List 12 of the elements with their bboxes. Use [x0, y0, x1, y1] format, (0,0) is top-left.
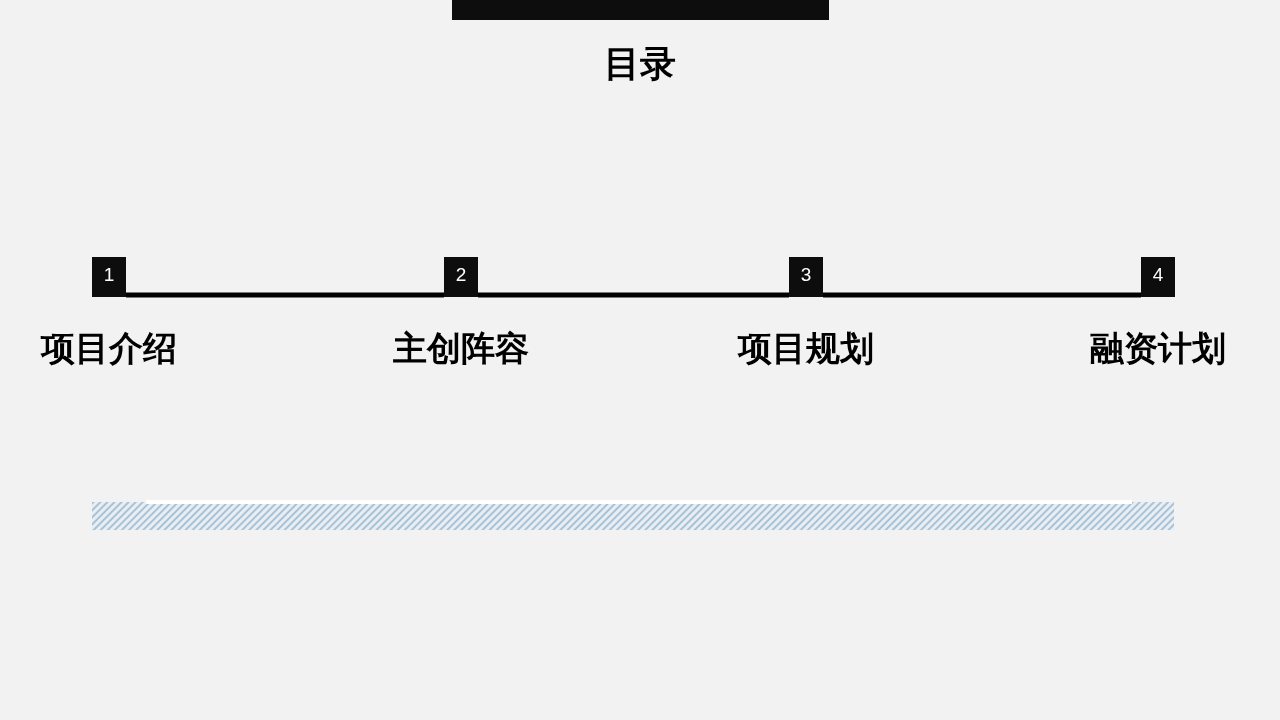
number-box: 3	[789, 257, 823, 297]
timeline-line	[126, 292, 444, 298]
number-box: 1	[92, 257, 126, 297]
section-heading: 主创阵容	[393, 327, 529, 370]
timeline-line	[478, 292, 789, 298]
section-heading: 融资计划	[1090, 327, 1226, 370]
section-heading: 项目规划	[738, 327, 874, 370]
title: 目录	[604, 42, 676, 86]
section-heading: 项目介绍	[41, 327, 177, 370]
number-box: 4	[1141, 257, 1175, 297]
number-box: 2	[444, 257, 478, 297]
timeline-line	[823, 292, 1141, 298]
